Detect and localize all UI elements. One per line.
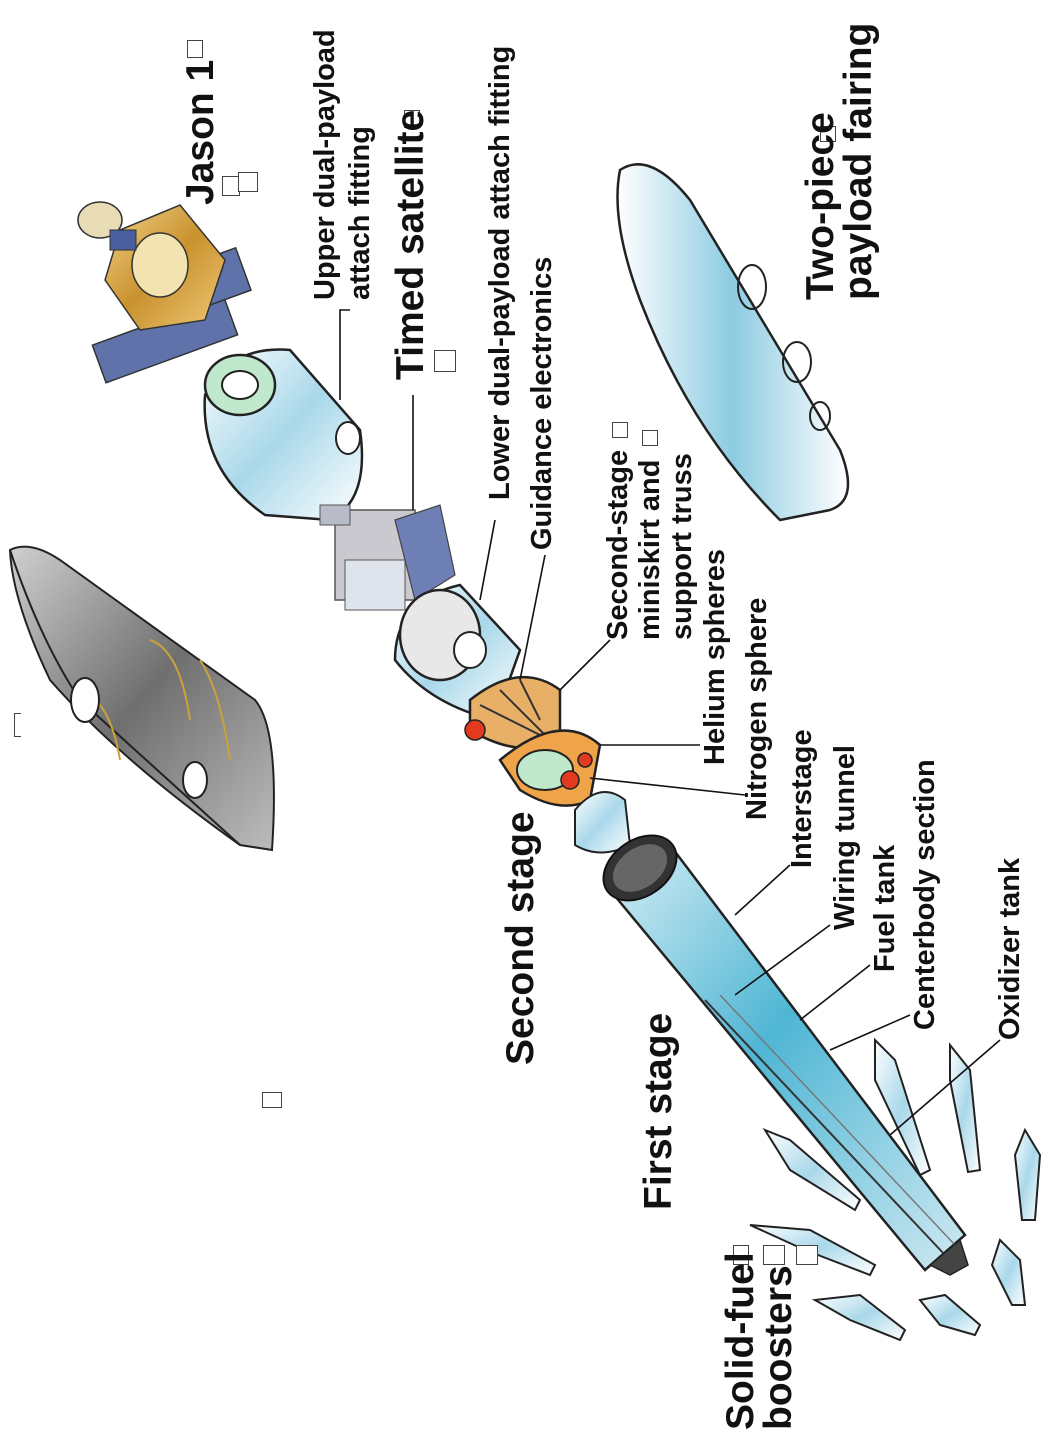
leader-fuel xyxy=(800,965,870,1020)
label-lower-fitting: Lower dual-payload attach fitting xyxy=(485,46,516,500)
placeholder-glyph-box xyxy=(434,350,456,372)
leader-centerbody xyxy=(830,1015,910,1050)
placeholder-glyph-box xyxy=(238,172,258,192)
label-miniskirt-line1: Second-stage xyxy=(603,450,634,640)
label-fuel-tank: Fuel tank xyxy=(870,845,901,972)
label-timed-satellite: Timed satellite xyxy=(390,110,432,380)
upper-attach-fitting xyxy=(205,350,362,520)
leader-interstage xyxy=(735,865,790,915)
placeholder-glyph-box xyxy=(763,1245,785,1265)
leader-miniskirt xyxy=(560,640,610,690)
leader-guidance xyxy=(520,555,545,680)
second-stage-body xyxy=(465,677,630,852)
label-boosters-line2: boosters xyxy=(758,1265,800,1430)
placeholder-glyph-box xyxy=(14,713,21,737)
placeholder-glyph-box xyxy=(262,1092,282,1108)
label-upper-fitting-line2: attach fitting xyxy=(345,126,376,300)
label-fairing-line1: Two-piece xyxy=(800,112,842,300)
label-upper-fitting-line1: Upper dual-payload xyxy=(310,29,341,300)
placeholder-glyph-box xyxy=(796,1245,818,1265)
label-centerbody-section: Centerbody section xyxy=(910,759,941,1030)
leader-lower-fitting xyxy=(480,520,495,600)
label-miniskirt-line3: support truss xyxy=(667,453,698,640)
label-guidance-electronics: Guidance electronics xyxy=(527,257,558,550)
label-wiring-tunnel: Wiring tunnel xyxy=(830,745,861,930)
label-first-stage: First stage xyxy=(638,1013,680,1210)
jason-1-satellite xyxy=(78,202,251,383)
label-interstage: Interstage xyxy=(787,729,818,868)
leader-upper-fitting xyxy=(340,310,350,400)
placeholder-glyph-box xyxy=(187,40,203,58)
label-second-stage: Second stage xyxy=(500,811,542,1065)
label-miniskirt-line2: miniskirt and xyxy=(635,460,666,641)
leader-oxidizer xyxy=(890,1040,1000,1135)
leader-lines xyxy=(340,310,1000,1135)
label-nitrogen-sphere: Nitrogen sphere xyxy=(742,598,773,820)
label-jason-1: Jason 1 xyxy=(180,60,222,205)
label-fairing-line2: payload fairing xyxy=(838,23,880,300)
fairing-inner-half xyxy=(10,547,274,850)
placeholder-glyph-box xyxy=(612,422,628,438)
placeholder-glyph-box xyxy=(642,430,658,446)
label-helium-spheres: Helium spheres xyxy=(700,549,731,765)
label-boosters-line1: Solid-fuel xyxy=(720,1252,762,1430)
label-oxidizer-tank: Oxidizer tank xyxy=(995,858,1026,1040)
